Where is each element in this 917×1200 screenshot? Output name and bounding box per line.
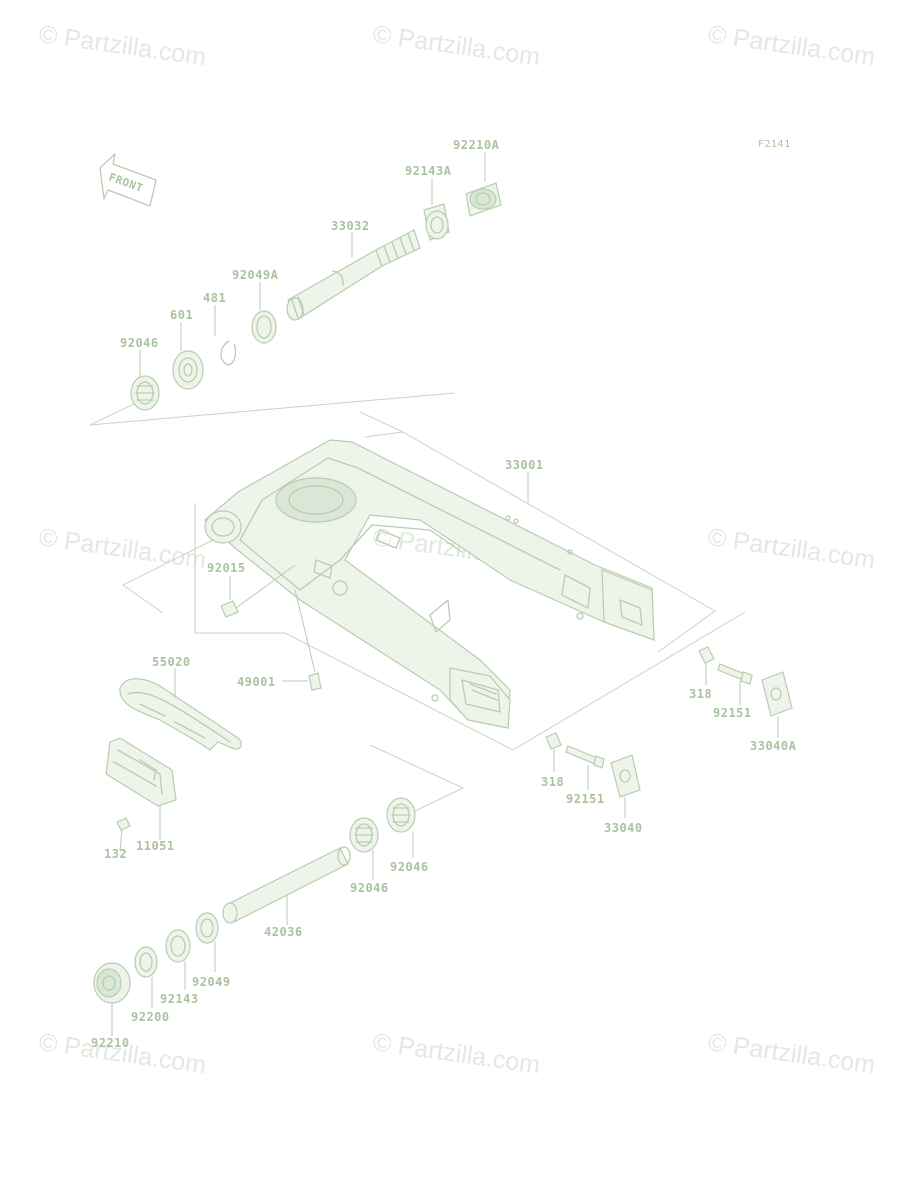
front-arrow-icon: FRONT — [99, 153, 157, 207]
collar-92143a — [423, 203, 450, 241]
label-92015: 92015 — [207, 561, 246, 575]
label-33001: 33001 — [505, 458, 544, 472]
bracket-11051: 132 11051 — [104, 737, 177, 861]
seal-92049a — [251, 310, 277, 344]
label-49001: 49001 — [237, 675, 276, 689]
label-132: 132 — [104, 847, 127, 861]
watermark: © Partzilla.com — [706, 1028, 877, 1079]
swingarm-33001: 33001 — [122, 411, 746, 751]
label-601: 601 — [170, 308, 193, 322]
label-92151-right: 92151 — [713, 706, 752, 720]
grease-fitting-49001: 49001 — [237, 589, 322, 691]
needle-bearing-92046-top — [130, 375, 160, 411]
label-92151-mid: 92151 — [566, 792, 605, 806]
chain-adjuster-left: 318 92151 33040 — [541, 732, 643, 835]
plug-92015: 92015 — [207, 561, 296, 618]
circlip-481 — [220, 340, 237, 366]
label-318-mid: 318 — [541, 775, 564, 789]
washer-92200 — [134, 946, 158, 978]
watermark: © Partzilla.com — [37, 523, 208, 574]
pivot-shaft-33032 — [286, 229, 421, 321]
cap-92210 — [93, 962, 131, 1004]
figure-code: F2141 — [758, 139, 791, 150]
chain-guard-55020: 55020 — [119, 655, 242, 751]
watermark: © Partzilla.com — [37, 20, 208, 71]
cap-92210a — [465, 182, 502, 217]
label-92049a: 92049A — [232, 268, 279, 282]
watermark-layer: © Partzilla.com © Partzilla.com © Partzi… — [37, 20, 877, 1079]
label-55020: 55020 — [152, 655, 191, 669]
label-11051: 11051 — [136, 839, 175, 853]
label-33040: 33040 — [604, 821, 643, 835]
needle-bearing-92046-b — [386, 797, 416, 833]
label-92200: 92200 — [131, 1010, 170, 1024]
sleeve-42036 — [222, 846, 351, 924]
label-92210a: 92210A — [453, 138, 500, 152]
label-481: 481 — [203, 291, 226, 305]
label-92046-b: 92046 — [390, 860, 429, 874]
label-92046-a: 92046 — [350, 881, 389, 895]
label-92210: 92210 — [91, 1036, 130, 1050]
needle-bearing-92046-a — [349, 817, 379, 853]
axle-assembly: 92046 92046 42036 92049 92143 92200 9221… — [91, 744, 465, 1050]
label-318-right: 318 — [689, 687, 712, 701]
pivot-assembly: 92210A 92143A 33032 92049A 481 601 92046 — [89, 138, 502, 426]
collar-92143 — [165, 929, 191, 963]
label-92143a: 92143A — [405, 164, 452, 178]
label-92143: 92143 — [160, 992, 199, 1006]
label-33032: 33032 — [331, 219, 370, 233]
watermark: © Partzilla.com — [371, 1028, 542, 1079]
watermark: © Partzilla.com — [706, 20, 877, 71]
label-33040a: 33040A — [750, 739, 797, 753]
label-92049: 92049 — [192, 975, 231, 989]
bearing-601 — [172, 350, 204, 390]
seal-92049 — [195, 912, 219, 944]
watermark: © Partzilla.com — [706, 523, 877, 574]
label-42036: 42036 — [264, 925, 303, 939]
label-92046-top: 92046 — [120, 336, 159, 350]
chain-adjuster-right: 318 92151 33040A — [689, 646, 797, 753]
watermark: © Partzilla.com — [371, 20, 542, 71]
